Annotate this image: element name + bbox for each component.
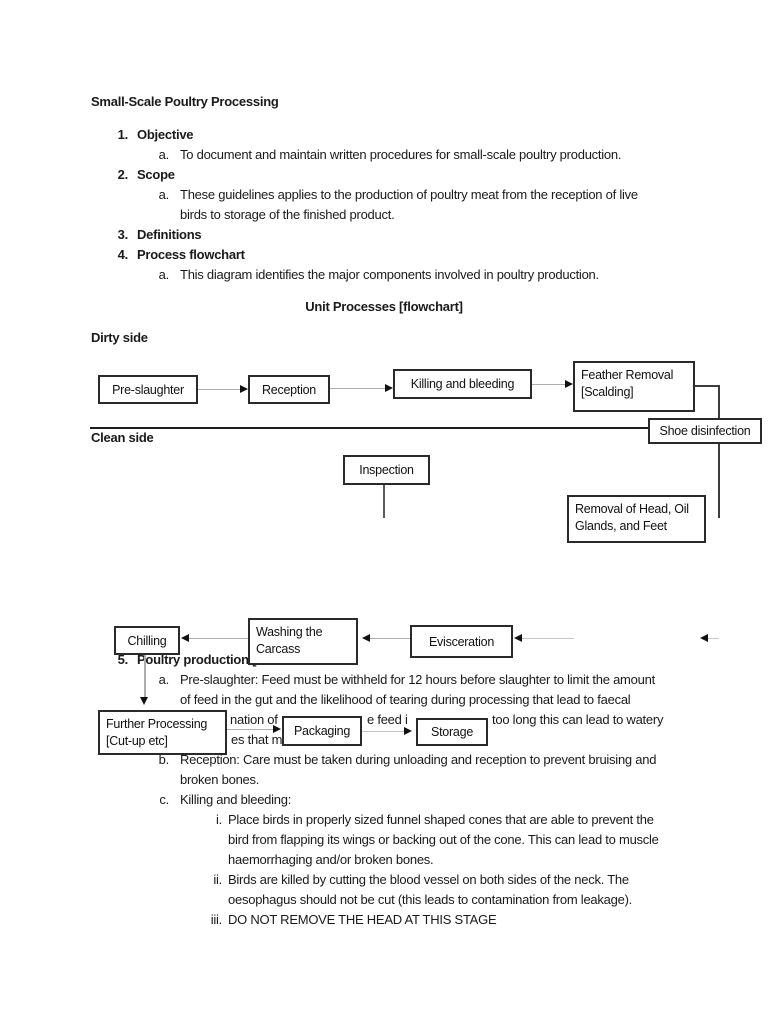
connector-line [362, 731, 404, 732]
connector-line [227, 729, 273, 730]
arrowhead-left-icon [514, 634, 522, 642]
arrowhead-left-icon [700, 634, 708, 642]
connector-line [383, 485, 385, 518]
flow-node-washing-carcass: Washing the Carcass [248, 618, 358, 665]
page-title: Small-Scale Poultry Processing [91, 94, 279, 109]
list-marker: a. [158, 672, 170, 687]
arrowhead-right-icon [273, 725, 281, 733]
list-item-objective: Objective [137, 127, 194, 142]
list-item-definitions: Definitions [137, 227, 202, 242]
list-marker: 4. [117, 247, 129, 262]
flow-node-label: Storage [430, 725, 474, 739]
text-fragment: es that ma [231, 732, 290, 747]
list-item-reception-line2: broken bones. [180, 772, 260, 787]
list-item-scope: Scope [137, 167, 175, 182]
list-item-scope-a-line2: birds to storage of the finished product… [180, 207, 395, 222]
text-fragment: nation of [230, 712, 278, 727]
flow-node-further-processing: Further Processing [Cut-up etc] [98, 710, 227, 755]
flow-node-shoe-disinfection: Shoe disinfection [648, 418, 762, 444]
list-marker: i. [216, 812, 222, 827]
arrowhead-right-icon [240, 385, 248, 393]
flow-node-label: Feather Removal [Scalding] [581, 368, 674, 399]
list-item-reception-line1: Reception: Care must be taken during unl… [180, 752, 657, 767]
list-marker: 2. [117, 167, 129, 182]
dirty-side-label: Dirty side [91, 330, 148, 345]
arrowhead-left-icon [362, 634, 370, 642]
connector-line [522, 638, 574, 639]
list-marker: 3. [117, 227, 129, 242]
list-item-roman-i-line1: Place birds in properly sized funnel sha… [228, 812, 654, 827]
flow-node-label: Evisceration [428, 634, 495, 649]
flow-node-pre-slaughter: Pre-slaughter [98, 375, 198, 404]
connector-line [198, 389, 240, 390]
flowchart-title: Unit Processes [flowchart] [305, 299, 463, 314]
list-item-killing-bleeding: Killing and bleeding: [180, 792, 292, 807]
list-item-poultry-production: Poultry production [ [137, 652, 257, 667]
elbow-connector-line [718, 385, 720, 518]
flow-node-removal-head: Removal of Head, Oil Glands, and Feet [567, 495, 706, 543]
list-marker: a. [158, 147, 170, 162]
connector-line [370, 638, 410, 639]
list-marker: a. [158, 187, 170, 202]
list-item-roman-ii-line1: Birds are killed by cutting the blood ve… [228, 872, 629, 887]
list-item-roman-ii-line2: oesophagus should not be cut (this leads… [228, 892, 633, 907]
text-fragment: e feed i [367, 712, 408, 727]
list-marker: a. [158, 267, 170, 282]
flow-node-evisceration: Evisceration [410, 625, 513, 658]
flow-node-label: Chilling [127, 633, 167, 648]
arrowhead-right-icon [385, 384, 393, 392]
clean-side-label: Clean side [91, 430, 154, 445]
list-marker: c. [159, 792, 169, 807]
arrowhead-right-icon [404, 727, 412, 735]
flow-node-feather-removal: Feather Removal [Scalding] [573, 361, 695, 412]
list-marker: 1. [117, 127, 129, 142]
arrowhead-down-icon [140, 697, 148, 705]
flow-node-reception: Reception [248, 375, 330, 404]
list-item-preslaughter-line2: of feed in the gut and the likelihood of… [180, 692, 631, 707]
flow-node-killing-bleeding: Killing and bleeding [393, 369, 532, 399]
connector-line [144, 655, 146, 697]
list-item-roman-i-line3: haemorrhaging and/or broken bones. [228, 852, 434, 867]
list-marker: b. [158, 752, 170, 767]
arrowhead-right-icon [565, 380, 573, 388]
flow-node-packaging: Packaging [282, 716, 362, 746]
text-fragment: too long this can lead to watery [492, 712, 664, 727]
connector-line [330, 388, 385, 389]
list-item-roman-iii: DO NOT REMOVE THE HEAD AT THIS STAGE [228, 912, 497, 927]
list-item-preslaughter-line1: Pre-slaughter: Feed must be withheld for… [180, 672, 655, 687]
list-item-scope-a-line1: These guidelines applies to the producti… [180, 187, 638, 202]
flow-node-label: Packaging [293, 724, 351, 738]
flow-node-label: Shoe disinfection [659, 424, 751, 438]
list-item-flowchart-a: This diagram identifies the major compon… [180, 267, 599, 282]
flow-node-label: Washing the Carcass [256, 625, 323, 656]
flow-node-label: Pre-slaughter [112, 382, 184, 397]
flow-node-label: Further Processing [Cut-up etc] [106, 717, 208, 748]
list-marker: ii. [213, 872, 222, 887]
list-item-process-flowchart: Process flowchart [137, 247, 245, 262]
list-marker: iii. [210, 912, 223, 927]
list-item-objective-a: To document and maintain written procedu… [180, 147, 622, 162]
flow-node-label: Reception [261, 382, 317, 397]
flow-node-inspection: Inspection [343, 455, 430, 485]
flow-node-storage: Storage [416, 718, 488, 746]
flow-node-chilling: Chilling [114, 626, 180, 655]
connector-line [189, 638, 248, 639]
clean-dirty-separator-line [90, 427, 648, 429]
connector-line [708, 638, 719, 639]
flow-node-label: Removal of Head, Oil Glands, and Feet [575, 502, 689, 533]
arrowhead-left-icon [181, 634, 189, 642]
elbow-connector-line [695, 385, 720, 387]
flow-node-label: Inspection [359, 463, 414, 477]
list-marker: 5. [117, 652, 129, 667]
list-item-roman-i-line2: bird from flapping its wings or backing … [228, 832, 659, 847]
flow-node-label: Killing and bleeding [410, 377, 515, 391]
connector-line [532, 384, 565, 385]
